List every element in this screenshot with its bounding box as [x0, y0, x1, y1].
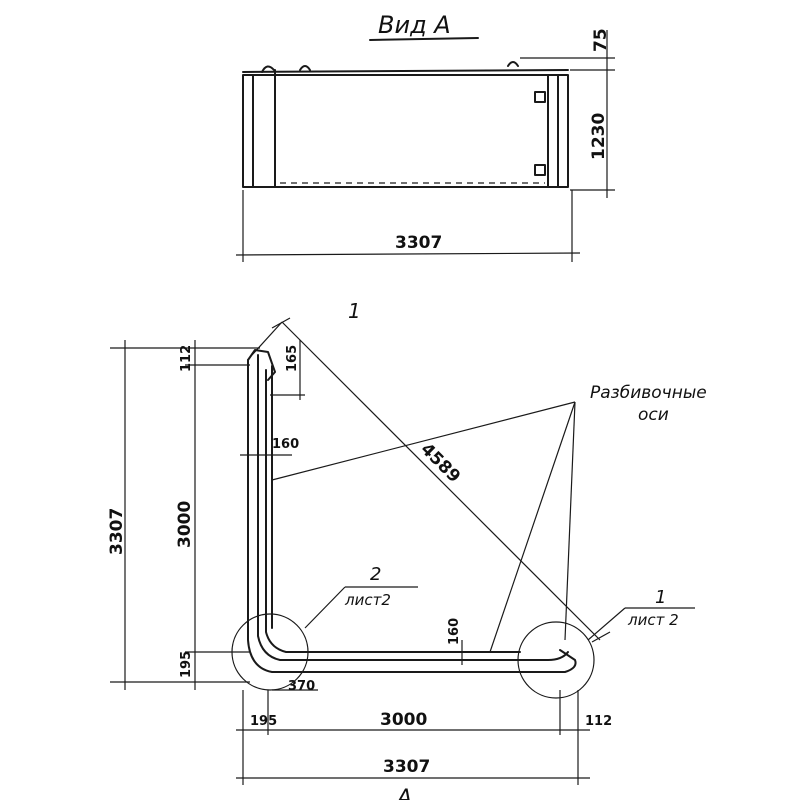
axes-leader-1 — [271, 401, 576, 481]
dim-3307-vert: 3307 — [107, 508, 127, 555]
top-view-lug-bottom — [534, 164, 546, 176]
diag-tick-bottom — [591, 631, 611, 643]
diag-line-4589 — [281, 321, 601, 641]
node-1-number: 1 — [655, 587, 666, 608]
dim-3000-bottom: 3000 — [380, 710, 427, 730]
top-view-hook-mid — [299, 65, 311, 71]
node-2-circle — [231, 613, 309, 691]
profile-outer — [247, 359, 577, 673]
dim-112-bottom: 112 — [585, 714, 612, 729]
dim-75: 75 — [591, 28, 611, 52]
profile-middle — [257, 354, 569, 661]
node-1-circle — [517, 621, 595, 699]
dim-line-3307-top — [235, 252, 581, 256]
dim-165: 165 — [285, 345, 300, 372]
node-2-leader — [304, 586, 346, 629]
main-view: 4589 3307 3000 112 195 165 160 160 370 — [107, 317, 612, 785]
section-mark: 1 — [348, 299, 361, 323]
dim-3000-vert: 3000 — [175, 501, 195, 548]
bottom-mark: А — [395, 786, 412, 800]
profile-inner — [265, 369, 521, 653]
dim-3307-bottom: 3307 — [383, 757, 430, 777]
layout-axes-line2: оси — [638, 405, 669, 425]
callout-node-1: 1 лист 2 — [587, 587, 695, 641]
view-title-underline — [369, 37, 479, 41]
dim-195-vert: 195 — [179, 651, 194, 678]
axes-leader-2 — [489, 401, 576, 653]
node-2-number: 2 — [370, 564, 381, 585]
node-1-leader — [587, 607, 626, 641]
callout-layout-axes: Разбивочные оси — [271, 383, 707, 653]
node-2-sheet: лист2 — [344, 591, 391, 609]
top-view-top-edge — [242, 69, 569, 73]
callout-node-2: 2 лист2 — [304, 564, 418, 629]
top-view-outline — [242, 74, 569, 188]
view-title: Вид А — [378, 11, 451, 39]
dim-3307-top: 3307 — [395, 233, 442, 253]
dim-195-bottom: 195 — [250, 714, 277, 729]
diag-leader-top — [251, 321, 283, 356]
node-1-sheet: лист 2 — [627, 611, 679, 629]
layout-axes-line1: Разбивочные — [590, 383, 707, 403]
top-view-hook-left — [261, 65, 275, 73]
dim-160-bottom: 160 — [447, 618, 462, 645]
dim-370: 370 — [288, 679, 315, 694]
top-view-lug-top — [534, 91, 546, 103]
axes-leader-3 — [564, 401, 576, 641]
dim-160-wall: 160 — [272, 437, 299, 452]
top-view-hook-right — [507, 61, 519, 67]
dim-1230: 1230 — [589, 113, 609, 160]
dim-112-vert: 112 — [179, 345, 194, 372]
top-view: 75 1230 3307 — [235, 28, 615, 262]
